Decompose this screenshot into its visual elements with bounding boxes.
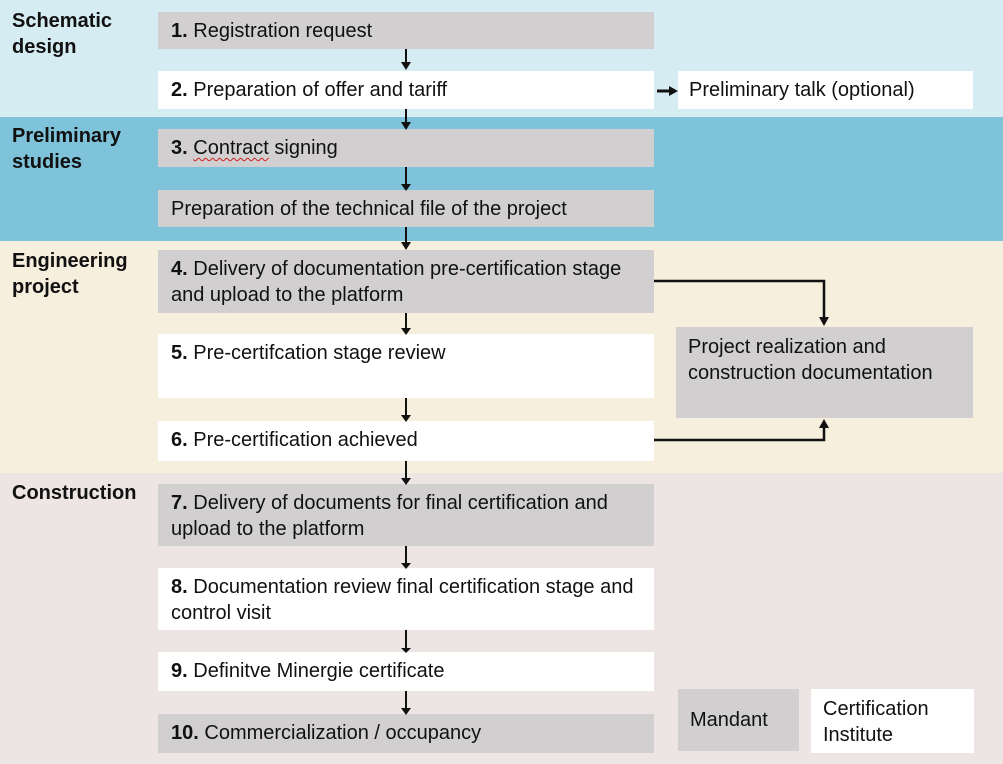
arrow-to-preliminary-talk xyxy=(657,86,678,96)
step-text: Pre-certifcation stage review xyxy=(193,342,446,364)
step-8-final-documentation-review: 8. Documentation review final certificat… xyxy=(158,568,654,630)
phase-label-schematic-design: Schematic design xyxy=(12,10,113,58)
step-6-pre-certification-achieved: 6. Pre-certification achieved xyxy=(158,421,654,461)
step-text: Preparation of offer and tariff xyxy=(193,79,448,101)
preliminary-talk-box: Preliminary talk (optional) xyxy=(678,71,973,109)
down-arrowheads xyxy=(401,62,411,715)
step-text: Pre-certification achieved xyxy=(193,429,418,451)
step-number: 1. xyxy=(171,20,188,42)
step-technical-file-preparation: Preparation of the technical file of the… xyxy=(158,190,654,227)
flow-connector xyxy=(405,108,407,122)
step-number: 8. xyxy=(171,576,188,598)
flow-connector xyxy=(405,397,407,415)
flow-connector xyxy=(405,166,407,184)
step-text-spellcheck: Contract xyxy=(193,137,269,159)
step-1-registration-request: 1. Registration request xyxy=(158,12,654,49)
flow-connector xyxy=(405,48,407,62)
step-text: Commercialization / occupancy xyxy=(204,722,482,744)
step-text: Preparation of the technical file of the… xyxy=(171,198,567,220)
step-5-pre-certification-review: 5. Pre-certifcation stage review xyxy=(158,334,654,398)
step-10-commercialization: 10. Commercialization / occupancy xyxy=(158,714,654,753)
step-3-contract-signing: 3. Contract signing xyxy=(158,129,654,167)
legend-certification-institute: Certification Institute xyxy=(811,689,974,753)
step-text: Documentation review final certification… xyxy=(171,576,634,624)
step-9-definitive-certificate: 9. Definitve Minergie certificate xyxy=(158,652,654,691)
step-text: Registration request xyxy=(193,20,373,42)
flow-connector xyxy=(405,226,407,242)
step-4-pre-certification-delivery: 4. Delivery of documentation pre-certifi… xyxy=(158,250,654,313)
flow-connector xyxy=(405,630,407,648)
arrow-step6-to-project-realization xyxy=(654,419,829,442)
flow-connector xyxy=(405,690,407,708)
step-7-final-certification-delivery: 7. Delivery of documents for final certi… xyxy=(158,484,654,546)
step-number: 10. xyxy=(171,722,199,744)
flow-connector xyxy=(405,460,407,478)
step-text: signing xyxy=(268,137,338,159)
step-number: 5. xyxy=(171,342,188,364)
flow-connector xyxy=(405,545,407,563)
phase-label-preliminary-studies: Preliminary studies xyxy=(12,125,121,173)
phase-label-engineering-project: Engineering project xyxy=(12,250,128,298)
step-number: 3. xyxy=(171,137,188,159)
step-text: Definitve Minergie certificate xyxy=(193,660,445,682)
step-text: Delivery of documentation pre-certificat… xyxy=(171,258,622,306)
step-2-offer-and-tariff: 2. Preparation of offer and tariff xyxy=(158,71,654,109)
project-realization-box: Project realization and construction doc… xyxy=(676,327,973,418)
arrow-step4-to-project-realization xyxy=(654,279,829,326)
legend-mandant: Mandant xyxy=(678,689,799,751)
step-text: Delivery of documents for final certific… xyxy=(171,492,608,540)
step-number: 6. xyxy=(171,429,188,451)
step-number: 4. xyxy=(171,258,188,280)
step-number: 7. xyxy=(171,492,188,514)
flow-connector xyxy=(405,312,407,328)
step-number: 9. xyxy=(171,660,188,682)
phase-label-construction: Construction xyxy=(12,482,137,504)
step-number: 2. xyxy=(171,79,188,101)
